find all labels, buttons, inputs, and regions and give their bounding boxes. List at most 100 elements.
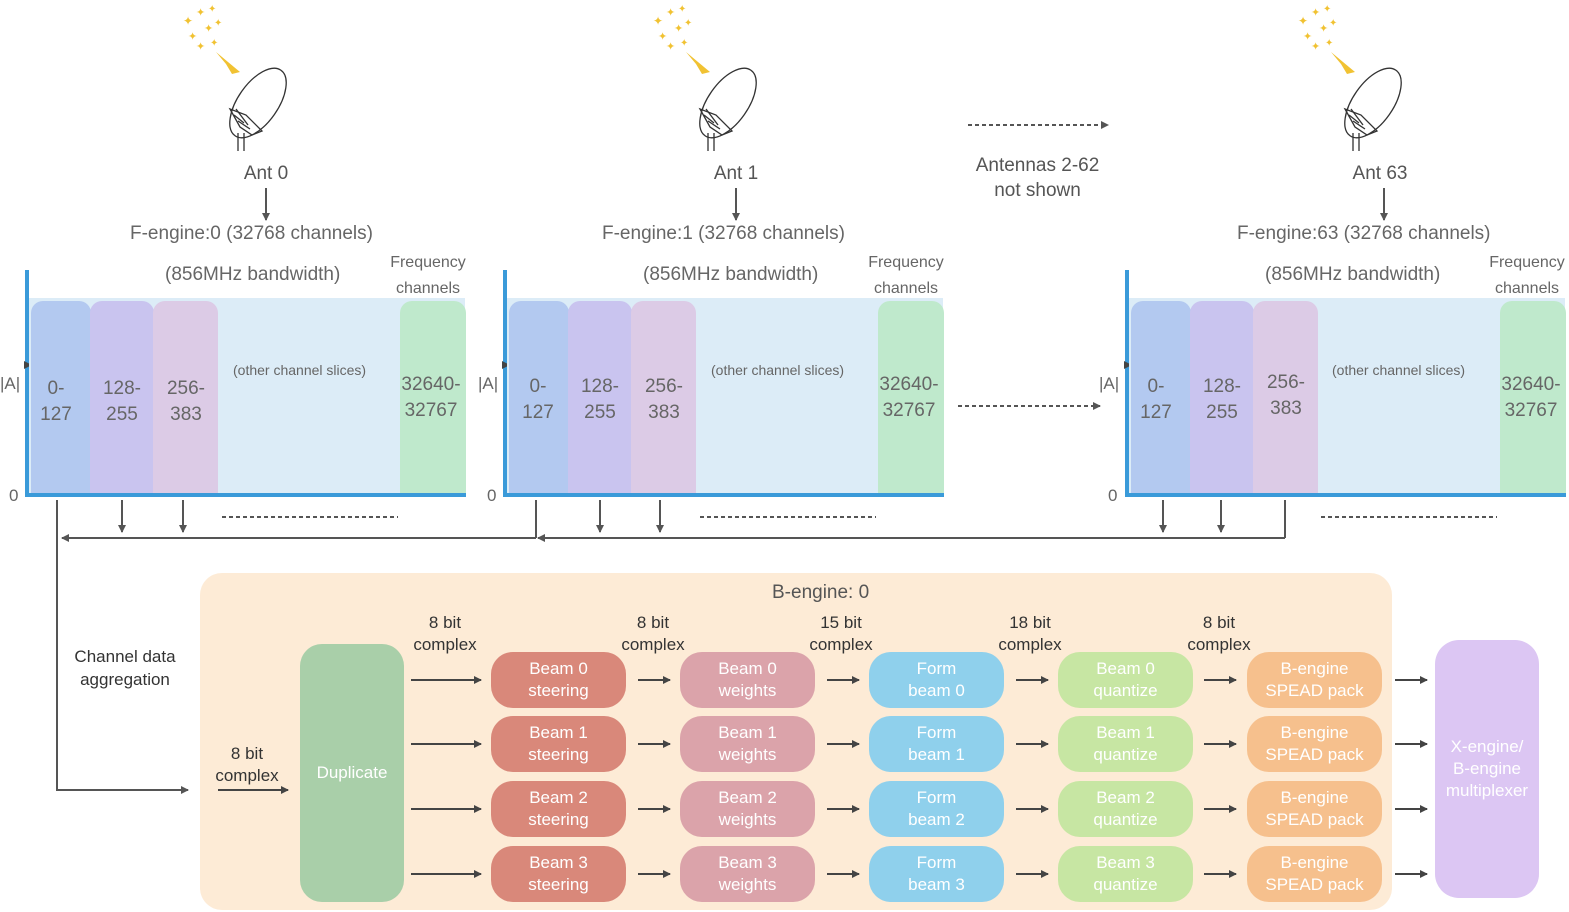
fengine-title: F-engine:1 (32768 channels)	[602, 223, 845, 244]
input-bits-label: 8 bit complex	[215, 744, 279, 785]
quantize-node-label: Beam 2 quantize	[1093, 788, 1158, 829]
steering-node: Beam 3 steering	[491, 846, 626, 902]
bit-width-label: 18 bit complex	[998, 613, 1062, 654]
form-beam-node: Form beam 2	[869, 781, 1004, 837]
bengine-title: B-engine: 0	[772, 582, 870, 603]
spead-pack-node-label: B-engine SPEAD pack	[1265, 723, 1364, 764]
spead-pack-node-label: B-engine SPEAD pack	[1265, 659, 1364, 700]
slice-label: 128- 255	[580, 376, 620, 423]
channel-slice	[509, 301, 569, 493]
svg-text:✦: ✦	[210, 38, 218, 49]
slice-label: 0- 127	[522, 376, 554, 423]
duplicate-label: Duplicate	[316, 763, 388, 782]
form-beam-node-label: Form beam 0	[908, 659, 965, 700]
antenna-label: Ant 0	[243, 163, 289, 184]
svg-text:✦: ✦	[1298, 14, 1308, 28]
steering-node-label: Beam 1 steering	[528, 723, 589, 764]
axis-zero-label: 0	[487, 486, 497, 505]
form-beam-node-label: Form beam 3	[908, 853, 965, 894]
spead-pack-node: B-engine SPEAD pack	[1247, 846, 1382, 902]
svg-text:✦: ✦	[1329, 18, 1337, 29]
spead-pack-node: B-engine SPEAD pack	[1247, 652, 1382, 708]
slice-label: 0- 127	[40, 378, 72, 425]
steering-node: Beam 1 steering	[491, 716, 626, 772]
weights-node: Beam 2 weights	[680, 781, 815, 837]
antennas-not-shown-note: Antennas 2-62 not shown	[975, 155, 1100, 201]
svg-text:✦: ✦	[196, 7, 205, 19]
channel-slice	[153, 301, 218, 493]
channel-slice	[1253, 301, 1318, 493]
channel-slice	[31, 301, 91, 493]
frequency-axis-label: Frequency channels	[390, 254, 466, 297]
svg-text:✦: ✦	[208, 4, 216, 15]
slice-label: 0- 127	[1140, 376, 1172, 423]
channel-slice	[90, 301, 154, 493]
spead-pack-node: B-engine SPEAD pack	[1247, 781, 1382, 837]
antenna-label: Ant 1	[713, 163, 759, 184]
channel-aggregation-label: Channel data aggregation	[74, 647, 176, 689]
slice-label: 32640- 32767	[1501, 374, 1561, 421]
slice-label: 32640- 32767	[879, 374, 939, 421]
form-beam-node: Form beam 1	[869, 716, 1004, 772]
quantize-node: Beam 3 quantize	[1058, 846, 1193, 902]
svg-text:✦: ✦	[666, 7, 675, 19]
antenna-label: Ant 63	[1352, 163, 1408, 184]
quantize-node-label: Beam 3 quantize	[1093, 853, 1158, 894]
svg-text:✦: ✦	[1319, 23, 1328, 35]
bit-width-label: 15 bit complex	[809, 613, 873, 654]
svg-text:✦: ✦	[1311, 7, 1320, 19]
bandwidth-label: (856MHz bandwidth)	[643, 264, 819, 285]
svg-text:✦: ✦	[188, 31, 197, 43]
svg-text:✦: ✦	[666, 41, 675, 53]
amplitude-axis-label: |A|	[1099, 374, 1120, 393]
form-beam-node-label: Form beam 1	[908, 723, 965, 764]
steering-node-label: Beam 0 steering	[528, 659, 589, 700]
steering-node: Beam 2 steering	[491, 781, 626, 837]
slice-label: 256- 383	[1266, 372, 1306, 419]
amplitude-axis-label: |A|	[478, 374, 499, 393]
svg-text:✦: ✦	[214, 18, 222, 29]
fengine-title: F-engine:0 (32768 channels)	[130, 223, 373, 244]
svg-text:✦: ✦	[204, 23, 213, 35]
steering-node: Beam 0 steering	[491, 652, 626, 708]
weights-node-label: Beam 0 weights	[718, 659, 777, 700]
svg-text:✦: ✦	[1311, 41, 1320, 53]
bit-width-label: 8 bit complex	[413, 613, 477, 654]
multiplexer-block: X-engine/ B-engine multiplexer	[1435, 640, 1539, 898]
channel-slice	[1500, 301, 1566, 493]
svg-text:✦: ✦	[653, 14, 663, 28]
steering-node-label: Beam 3 steering	[528, 853, 589, 894]
svg-text:✦: ✦	[1303, 31, 1312, 43]
channel-slice	[1131, 301, 1191, 493]
quantize-node: Beam 0 quantize	[1058, 652, 1193, 708]
svg-text:✦: ✦	[196, 41, 205, 53]
svg-text:✦: ✦	[674, 23, 683, 35]
axis-zero-label: 0	[1108, 486, 1118, 505]
weights-node-label: Beam 3 weights	[718, 853, 777, 894]
stars-icon: ✦✦✦ ✦✦✦ ✦✦	[653, 4, 710, 74]
dish-icon	[1343, 67, 1402, 151]
slice-label: 256- 383	[644, 376, 684, 423]
frequency-axis-label: Frequency channels	[1489, 254, 1565, 297]
svg-text:✦: ✦	[678, 4, 686, 15]
other-slices-label: (other channel slices)	[711, 362, 845, 378]
bandwidth-label: (856MHz bandwidth)	[1265, 264, 1441, 285]
axis-zero-label: 0	[9, 486, 19, 505]
other-slices-label: (other channel slices)	[1332, 362, 1466, 378]
slice-label: 128- 255	[1202, 376, 1242, 423]
stars-icon: ✦✦✦ ✦✦✦ ✦✦	[1298, 4, 1355, 74]
slice-label: 256- 383	[166, 378, 206, 425]
svg-text:✦: ✦	[183, 14, 193, 28]
weights-node: Beam 3 weights	[680, 846, 815, 902]
quantize-node-label: Beam 0 quantize	[1093, 659, 1158, 700]
bit-width-label: 8 bit complex	[621, 613, 685, 654]
svg-text:✦: ✦	[684, 18, 692, 29]
dish-icon	[228, 67, 287, 151]
stars-icon: ✦✦✦ ✦✦✦ ✦✦	[183, 4, 240, 74]
amplitude-axis-label: |A|	[0, 374, 21, 393]
svg-text:✦: ✦	[680, 38, 688, 49]
weights-node-label: Beam 2 weights	[718, 788, 777, 829]
spead-pack-node: B-engine SPEAD pack	[1247, 716, 1382, 772]
form-beam-node-label: Form beam 2	[908, 788, 965, 829]
form-beam-node: Form beam 0	[869, 652, 1004, 708]
